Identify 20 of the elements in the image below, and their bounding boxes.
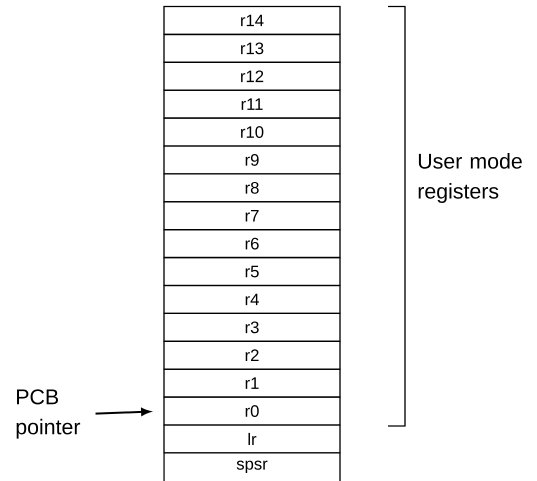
- register-cell: r6: [163, 229, 341, 258]
- register-cell: r10: [163, 117, 341, 147]
- register-cell: spsr: [163, 452, 341, 481]
- bracket-label: User mode registers: [418, 153, 522, 203]
- register-cell: r2: [163, 340, 341, 370]
- pointer-label: PCB pointer: [16, 389, 80, 439]
- register-cell: r5: [163, 256, 341, 286]
- register-cell: r11: [163, 90, 341, 119]
- register-cell: r12: [163, 62, 341, 91]
- arrow: [96, 408, 150, 416]
- register-cell: r14: [163, 6, 341, 36]
- register-cell: lr: [163, 424, 341, 454]
- register-cell: r0: [163, 396, 341, 426]
- register-cell: r3: [163, 312, 341, 342]
- register-cell: r7: [163, 201, 341, 230]
- register-cell: r4: [163, 284, 341, 314]
- register-cell: r9: [163, 145, 341, 175]
- register-cell: r1: [163, 368, 341, 398]
- register-cell: r8: [163, 173, 341, 202]
- register-cell: r13: [163, 34, 341, 63]
